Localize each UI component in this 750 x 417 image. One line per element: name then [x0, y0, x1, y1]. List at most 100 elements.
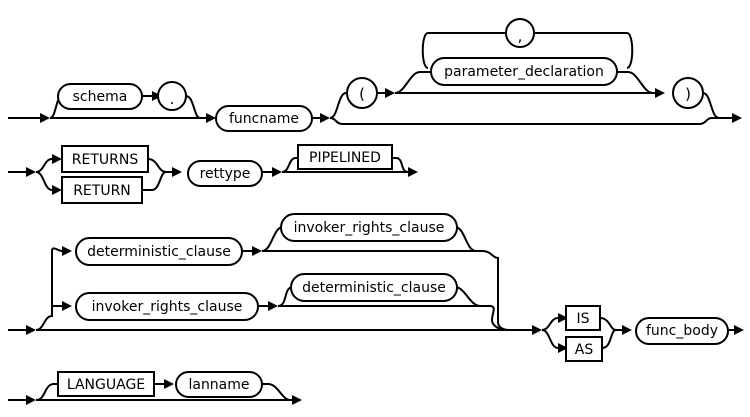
node-pipelined[interactable]: PIPELINED: [297, 144, 393, 170]
arrow-icon: [62, 301, 72, 311]
arrow-icon: [655, 88, 665, 98]
rail-merge-returns: [147, 158, 167, 173]
rail-curve-up-lparen: [329, 92, 347, 119]
rail-fork-down-as: [541, 329, 559, 349]
rail-curve-up-inv1: [261, 226, 284, 252]
parameter-declaration-shape: [430, 57, 618, 86]
rail-curve-down-pipelined: [392, 157, 409, 173]
return-shape: [61, 176, 143, 204]
arrow-icon: [26, 167, 36, 177]
rail-curve-down-inv1: [454, 226, 477, 252]
node-deterministic-clause-2[interactable]: deterministic_clause: [290, 273, 458, 302]
rettype-shape: [187, 160, 263, 187]
rail-curve-down-rparen: [702, 92, 720, 119]
node-invoker-rights-clause-1[interactable]: invoker_rights_clause: [280, 213, 458, 242]
rail-merge-is: [599, 317, 617, 331]
deterministic-clause-1-label: deterministic_clause: [87, 244, 231, 260]
rail-curve-down-paramdecl: [615, 71, 654, 94]
node-lparen[interactable]: (: [346, 77, 378, 109]
arrow-icon: [320, 113, 330, 123]
arrow-icon: [385, 88, 395, 98]
language-label: LANGUAGE: [67, 377, 145, 393]
language-shape: [57, 371, 155, 397]
arrow-icon: [252, 246, 262, 256]
node-returns[interactable]: RETURNS: [61, 145, 149, 173]
arrow-icon: [272, 167, 282, 177]
invoker-rights-clause-1-shape: [280, 213, 458, 242]
arrow-icon: [52, 154, 62, 164]
lanname-shape: [175, 371, 263, 398]
pipelined-shape: [297, 144, 393, 170]
rail-merge-return: [142, 171, 167, 191]
node-is[interactable]: IS: [565, 305, 601, 331]
rail-curve-up-language: [35, 383, 58, 401]
node-dot[interactable]: .: [157, 81, 187, 111]
node-lanname[interactable]: lanname: [175, 371, 263, 398]
arrow-icon: [172, 167, 182, 177]
node-comma[interactable]: ,: [505, 18, 535, 48]
node-as[interactable]: AS: [565, 336, 603, 362]
dot-label: .: [170, 90, 175, 108]
return-label: RETURN: [73, 183, 131, 199]
arrow-icon: [408, 167, 418, 177]
node-rparen[interactable]: ): [672, 77, 704, 109]
arrow-icon: [206, 113, 216, 123]
deterministic-clause-2-shape: [290, 273, 458, 302]
rail-merge-upper-branch: [481, 250, 511, 331]
invoker-rights-clause-2-label: invoker_rights_clause: [92, 299, 243, 315]
pipelined-label: PIPELINED: [309, 150, 381, 166]
is-shape: [565, 305, 601, 331]
comma-label: ,: [518, 27, 523, 45]
invoker-rights-clause-1-label: invoker_rights_clause: [294, 220, 445, 236]
arrow-icon: [622, 325, 632, 335]
lanname-label: lanname: [188, 377, 249, 393]
node-parameter-declaration[interactable]: parameter_declaration: [430, 57, 618, 86]
rail-fork-down-return: [35, 171, 53, 191]
rettype-label: rettype: [200, 166, 251, 182]
arrow-icon: [268, 301, 278, 311]
node-func-body[interactable]: func_body: [635, 317, 729, 345]
track-3: deterministic_clause invoker_rights_clau…: [8, 213, 744, 362]
node-invoker-rights-clause-2[interactable]: invoker_rights_clause: [75, 292, 259, 321]
arrow-icon: [164, 379, 174, 389]
arrow-icon: [62, 246, 72, 256]
rail-merge-as: [601, 329, 617, 349]
arrow-icon: [26, 325, 36, 335]
as-label: AS: [575, 342, 594, 358]
is-label: IS: [576, 311, 589, 327]
dot-shape: [157, 81, 187, 111]
deterministic-clause-2-label: deterministic_clause: [302, 280, 446, 296]
comma-shape: [505, 18, 535, 48]
node-rettype[interactable]: rettype: [187, 160, 263, 187]
lparen-label: (: [359, 85, 365, 103]
node-return[interactable]: RETURN: [61, 176, 143, 204]
arrow-icon: [734, 325, 744, 335]
arrow-icon: [532, 325, 542, 335]
parameter-declaration-label: parameter_declaration: [444, 64, 604, 80]
rail-curve-up-paramdecl: [394, 71, 433, 94]
rail-curve-up-pipelined: [281, 157, 300, 173]
returns-label: RETURNS: [72, 152, 139, 168]
rail-curve-down-det2: [454, 286, 481, 307]
node-deterministic-clause-1[interactable]: deterministic_clause: [75, 237, 243, 266]
arrow-icon: [732, 113, 742, 123]
arrow-icon: [26, 395, 36, 405]
track-1: schema . funcname: [8, 18, 742, 132]
track-4: LANGUAGE lanname: [8, 371, 302, 405]
rail-curve-down-dot: [185, 95, 201, 119]
node-schema[interactable]: schema: [57, 83, 143, 110]
rail-fork-up-returns: [35, 158, 53, 173]
rail-loop-left-comma: [421, 32, 507, 69]
rail-bypass-params: [329, 117, 732, 125]
arrow-icon: [52, 185, 62, 195]
func-body-label: func_body: [646, 323, 718, 339]
arrow-icon: [292, 395, 302, 405]
node-language[interactable]: LANGUAGE: [57, 371, 155, 397]
rail-curve-down-lanname: [262, 383, 291, 401]
rparen-label: ): [685, 85, 691, 103]
rail-merge-lower-branch: [489, 305, 507, 331]
funcname-label: funcname: [229, 111, 299, 127]
node-funcname[interactable]: funcname: [215, 105, 313, 132]
